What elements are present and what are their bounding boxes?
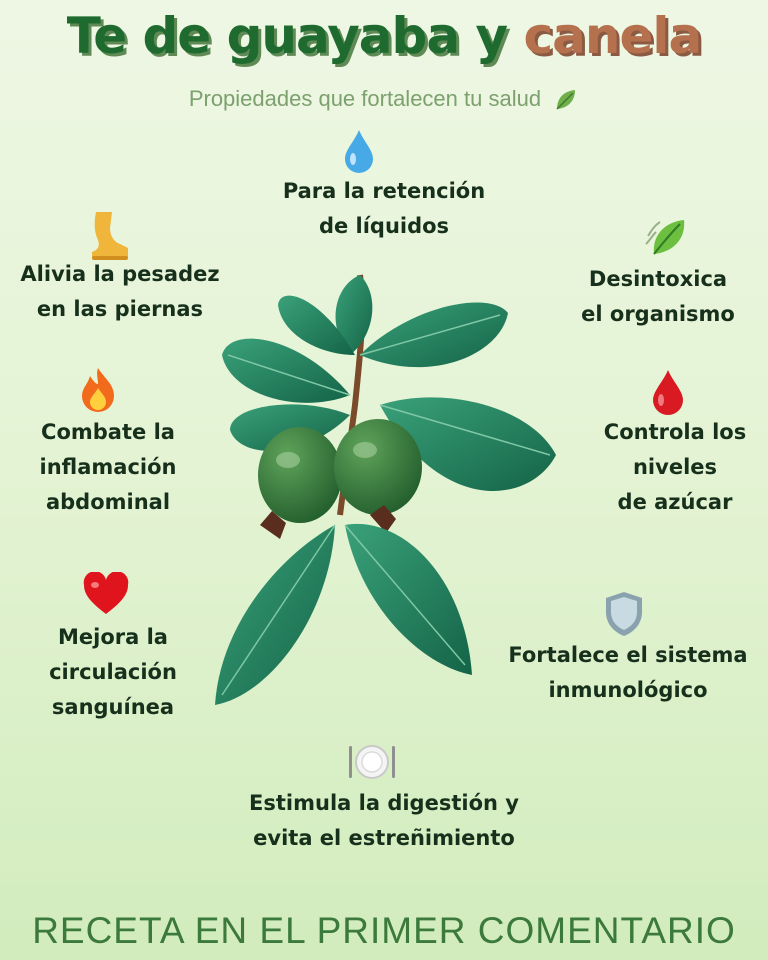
benefit-line: evita el estreñimiento bbox=[253, 826, 515, 850]
benefit-line: de líquidos bbox=[318, 214, 450, 238]
heart-icon bbox=[83, 572, 129, 614]
blood-drop-icon bbox=[653, 370, 683, 415]
guava-plant-illustration bbox=[215, 274, 556, 705]
recipe-cta: RECETA EN EL PRIMER COMENTARIO bbox=[32, 910, 736, 951]
benefit-inflamacion: Combate la inflamación abdominal bbox=[0, 415, 216, 520]
benefit-pesadez-piernas: Alivia la pesadez en las piernas bbox=[0, 257, 240, 327]
benefit-desintoxica: Desintoxica el organismo bbox=[548, 262, 768, 332]
title-part-canela: canela bbox=[523, 7, 703, 65]
benefit-line: inflamación bbox=[39, 455, 177, 479]
benefit-line: circulación bbox=[49, 660, 177, 684]
benefit-line: abdominal bbox=[45, 490, 171, 514]
benefit-line: el organismo bbox=[581, 302, 735, 326]
subtitle-text: Propiedades que fortalecen tu salud bbox=[188, 86, 542, 111]
benefit-line: Combate la bbox=[41, 420, 175, 444]
plate-icon bbox=[349, 745, 395, 779]
benefit-line: de azúcar bbox=[617, 490, 733, 514]
leaves-icon bbox=[645, 220, 685, 255]
title-part-guayaba: Te de guayaba y bbox=[66, 7, 524, 65]
page-title: Te de guayaba y canela bbox=[0, 0, 768, 72]
droplet-icon bbox=[345, 130, 373, 173]
benefit-line: Fortalece el sistema bbox=[508, 643, 748, 667]
benefit-line: Desintoxica bbox=[588, 267, 728, 291]
fire-icon bbox=[82, 368, 114, 412]
benefit-line: Controla los bbox=[603, 420, 747, 444]
shield-icon bbox=[606, 592, 642, 636]
benefit-sistema-inmunologico: Fortalece el sistema inmunológico bbox=[490, 638, 766, 708]
benefit-line: sanguínea bbox=[51, 695, 175, 719]
benefit-niveles-azucar: Controla los niveles de azúcar bbox=[570, 415, 768, 520]
benefit-line: Estimula la digestión y bbox=[249, 791, 519, 815]
benefit-line: niveles bbox=[632, 455, 718, 479]
benefit-circulacion: Mejora la circulación sanguínea bbox=[0, 620, 226, 725]
benefit-line: inmunológico bbox=[548, 678, 708, 702]
benefit-line: en las piernas bbox=[36, 297, 204, 321]
leg-icon bbox=[92, 212, 128, 260]
benefit-line: Para la retención bbox=[282, 179, 486, 203]
benefit-line: Mejora la bbox=[58, 625, 168, 649]
subtitle: Propiedades que fortalecen tu salud bbox=[0, 86, 768, 113]
benefit-line: Alivia la pesadez bbox=[20, 262, 220, 286]
benefit-digestion: Estimula la digestión y evita el estreñi… bbox=[214, 786, 554, 856]
leaf-icon bbox=[556, 90, 576, 110]
benefit-retencion-liquidos: Para la retención de líquidos bbox=[234, 174, 534, 244]
